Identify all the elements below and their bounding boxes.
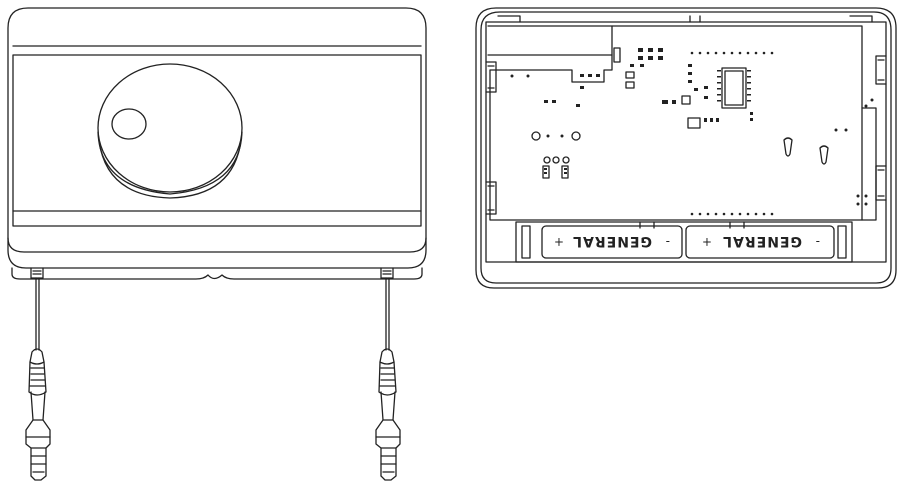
side-clips bbox=[485, 55, 887, 215]
front-window bbox=[12, 54, 422, 212]
battery-compartment bbox=[515, 221, 853, 263]
probe-left bbox=[25, 267, 51, 481]
battery-2-minus: - bbox=[816, 235, 820, 249]
battery-2-brand: GENERAL bbox=[722, 233, 802, 249]
battery-1-plus: + bbox=[554, 235, 564, 249]
battery-1-labels: - GENERAL + bbox=[554, 233, 670, 249]
battery-1-minus: - bbox=[666, 235, 670, 249]
battery-2 bbox=[685, 225, 835, 259]
pcb-details bbox=[510, 48, 874, 216]
battery-2-plus: + bbox=[702, 235, 712, 249]
screw-post-1 bbox=[783, 137, 793, 157]
main-chip bbox=[721, 67, 747, 109]
screw-post-2 bbox=[819, 145, 829, 165]
front-housing bbox=[7, 7, 427, 269]
probe-right bbox=[375, 267, 401, 481]
battery-2-labels: - GENERAL + bbox=[702, 233, 820, 249]
knob-indicator bbox=[111, 108, 147, 140]
rear-housing bbox=[475, 7, 897, 289]
battery-1-brand: GENERAL bbox=[572, 233, 652, 249]
rotary-knob bbox=[97, 63, 243, 199]
battery-1 bbox=[541, 225, 683, 259]
rear-view bbox=[475, 7, 897, 289]
front-view bbox=[7, 7, 427, 481]
